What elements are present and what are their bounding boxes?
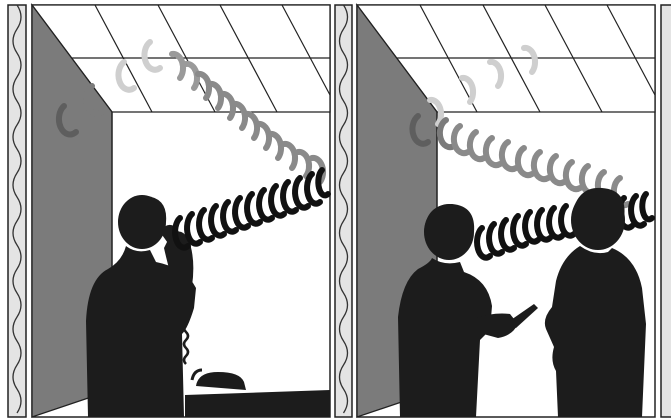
panel-person-on-phone — [32, 5, 330, 417]
panel-two-people-talking — [357, 5, 655, 417]
wall-insulation-strip-left — [8, 5, 26, 417]
wall-insulation-strip-middle — [335, 5, 352, 417]
wall-insulation-strip-right — [661, 5, 671, 417]
